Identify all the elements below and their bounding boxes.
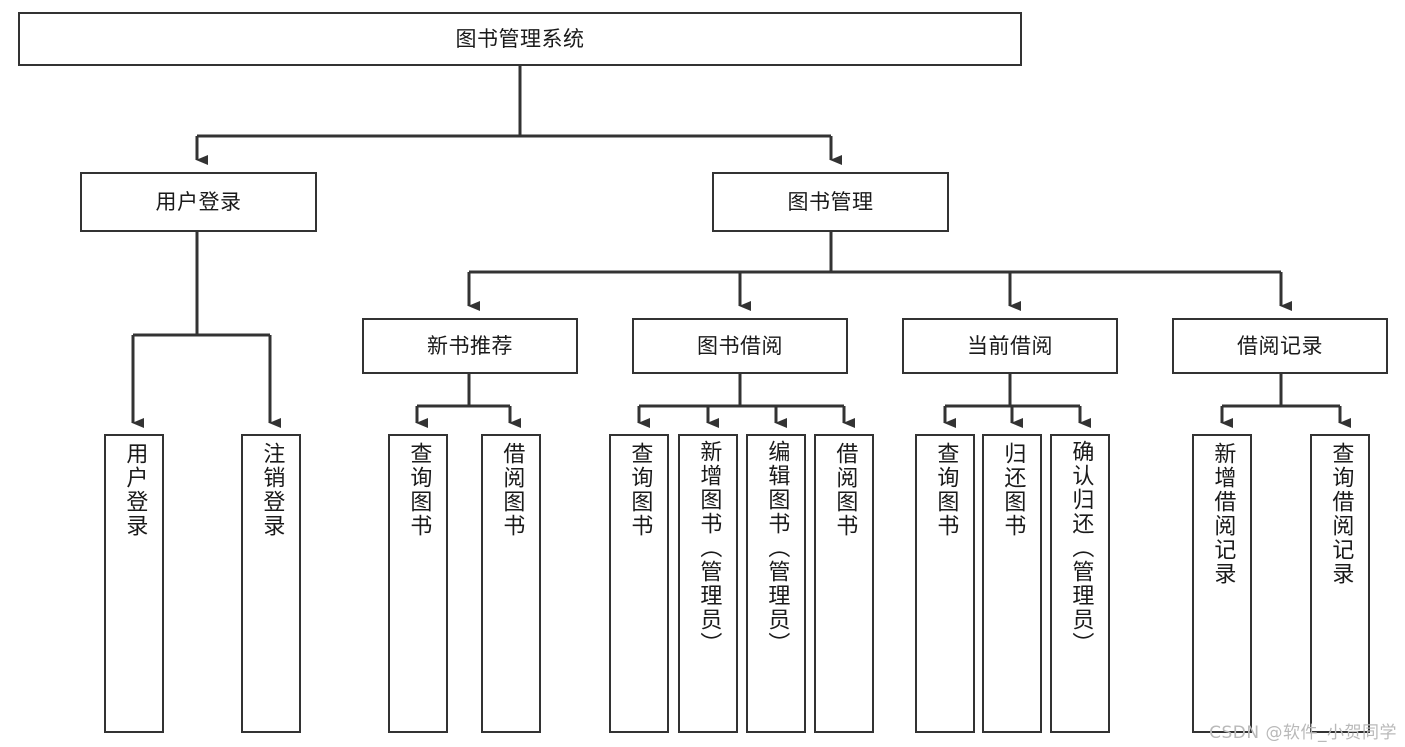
node-book-management-label: 图书管理 — [787, 189, 874, 214]
leaf-record-add-record-label: 新增借阅记录 — [1210, 442, 1236, 586]
node-book-borrow[interactable]: 图书借阅 — [632, 318, 848, 374]
leaf-record-add-record[interactable]: 新增借阅记录 — [1192, 434, 1252, 733]
leaf-user-login-signin[interactable]: 用户登录 — [104, 434, 164, 733]
leaf-current-return-book[interactable]: 归还图书 — [982, 434, 1042, 733]
leaf-recommend-borrow-book-label: 借阅图书 — [499, 442, 525, 538]
watermark: CSDN @软件_小贺同学 — [1209, 723, 1397, 743]
leaf-recommend-query-book-label: 查询图书 — [406, 442, 432, 538]
leaf-user-login-signin-label: 用户登录 — [122, 442, 148, 538]
leaf-borrow-add-book[interactable]: 新增图书（管理员） — [678, 434, 738, 733]
leaf-user-login-signout-label: 注销登录 — [259, 442, 285, 538]
leaf-record-query-record-label: 查询借阅记录 — [1328, 442, 1354, 586]
leaf-current-query-book-label: 查询图书 — [933, 442, 959, 538]
node-user-login-label: 用户登录 — [155, 189, 242, 214]
node-current-borrow[interactable]: 当前借阅 — [902, 318, 1118, 374]
leaf-borrow-edit-book-label: 编辑图书（管理员） — [764, 440, 790, 656]
leaf-current-confirm-return[interactable]: 确认归还（管理员） — [1050, 434, 1110, 733]
node-current-borrow-label: 当前借阅 — [967, 333, 1053, 358]
leaf-borrow-query-book[interactable]: 查询图书 — [609, 434, 669, 733]
leaf-borrow-borrow-book[interactable]: 借阅图书 — [814, 434, 874, 733]
node-borrow-record-label: 借阅记录 — [1237, 333, 1323, 358]
node-book-management[interactable]: 图书管理 — [712, 172, 949, 232]
leaf-borrow-borrow-book-label: 借阅图书 — [832, 442, 858, 538]
leaf-current-query-book[interactable]: 查询图书 — [915, 434, 975, 733]
node-root-label: 图书管理系统 — [455, 26, 585, 51]
leaf-user-login-signout[interactable]: 注销登录 — [241, 434, 301, 733]
leaf-record-query-record[interactable]: 查询借阅记录 — [1310, 434, 1370, 733]
leaf-recommend-borrow-book[interactable]: 借阅图书 — [481, 434, 541, 733]
node-new-book-recommend[interactable]: 新书推荐 — [362, 318, 578, 374]
leaf-current-confirm-return-label: 确认归还（管理员） — [1068, 440, 1094, 656]
node-borrow-record[interactable]: 借阅记录 — [1172, 318, 1388, 374]
leaf-borrow-query-book-label: 查询图书 — [627, 442, 653, 538]
leaf-recommend-query-book[interactable]: 查询图书 — [388, 434, 448, 733]
node-user-login[interactable]: 用户登录 — [80, 172, 317, 232]
leaf-borrow-add-book-label: 新增图书（管理员） — [696, 440, 722, 656]
node-new-book-recommend-label: 新书推荐 — [427, 333, 513, 358]
node-root[interactable]: 图书管理系统 — [18, 12, 1022, 66]
leaf-borrow-edit-book[interactable]: 编辑图书（管理员） — [746, 434, 806, 733]
node-book-borrow-label: 图书借阅 — [697, 333, 783, 358]
leaf-current-return-book-label: 归还图书 — [1000, 442, 1026, 538]
